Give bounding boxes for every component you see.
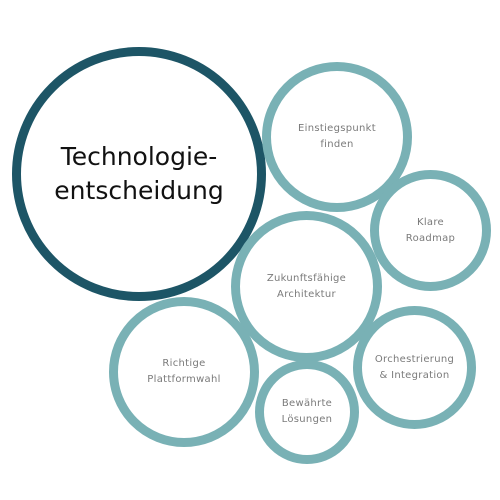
circle-label-line-1: Richtige <box>162 358 206 369</box>
circle-label-line-2: Plattformwahl <box>147 374 221 385</box>
main-circle-label-line-1: Technologie- <box>60 142 218 171</box>
circle-bewaehrte-loesungen: Bewährte Lösungen <box>255 360 359 464</box>
circle-label-line-2: & Integration <box>379 369 450 381</box>
circle-label-line-1: Zukunftsfähige <box>266 272 347 284</box>
circle-label-line-1: Einstiegspunkt <box>298 123 376 134</box>
circle-label-line-1: Bewährte <box>281 398 333 409</box>
circle-label-line-2: finden <box>320 139 354 150</box>
circle-richtige-plattformwahl: Richtige Plattformwahl <box>109 297 259 447</box>
circle-label-line-2: Lösungen <box>281 414 333 425</box>
circle-label-line-2: Architektur <box>277 288 336 300</box>
main-circle-label-line-2: entscheidung <box>54 176 224 205</box>
circle-label-line-1: Klare <box>416 216 444 228</box>
circle-zukunftsfaehige-architektur: Zukunftsfähige Architektur <box>231 211 382 362</box>
circle-label-line-1: Orchestrierung <box>374 353 455 365</box>
circle-einstiegspunkt-finden: Einstiegspunkt finden <box>262 62 412 212</box>
main-circle-technologieentscheidung: Technologie- entscheidung <box>12 47 266 301</box>
circle-orchestrierung-integration: Orchestrierung & Integration <box>353 306 476 429</box>
circle-label-line-2: Roadmap <box>405 232 456 244</box>
circle-klare-roadmap: Klare Roadmap <box>370 170 491 291</box>
